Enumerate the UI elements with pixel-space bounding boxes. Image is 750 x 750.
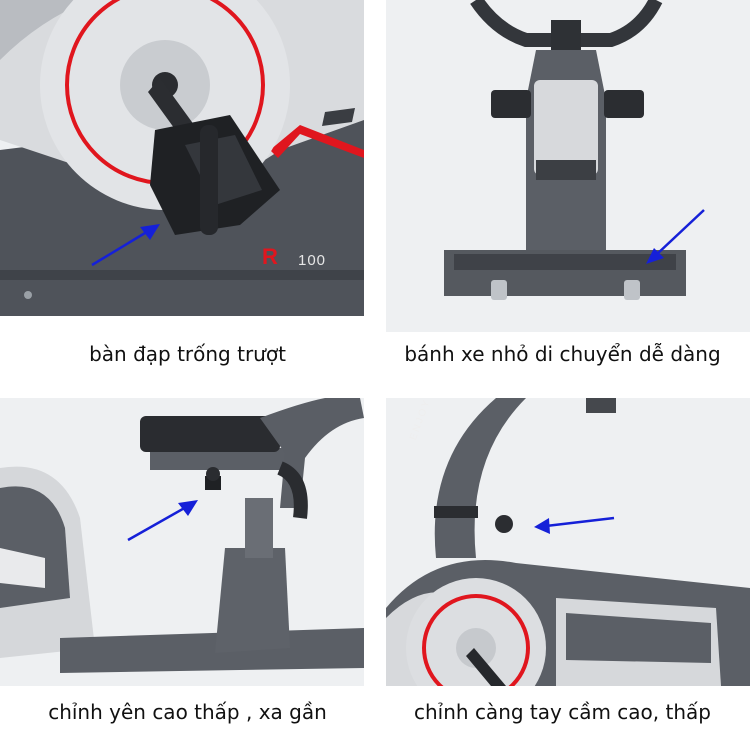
panel-seat [0, 398, 364, 686]
brand-letter: R [262, 244, 278, 269]
wheels-photo [386, 0, 750, 332]
handle-photo [386, 398, 750, 686]
caption-handle: chỉnh càng tay cầm cao, thấp [414, 700, 711, 724]
seat-photo [0, 398, 364, 686]
pedal-photo [0, 0, 364, 316]
caption-seat: chỉnh yên cao thấp , xa gần [48, 700, 327, 724]
panel-pedal: R 100 [0, 0, 364, 316]
panel-handle: ENJOY LIFE [386, 398, 750, 686]
panel-wheels [386, 0, 750, 332]
model-number: 100 [298, 252, 327, 269]
caption-pedal: bàn đạp trống trượt [89, 342, 286, 366]
caption-wheels: bánh xe nhỏ di chuyển dễ dàng [404, 342, 721, 366]
